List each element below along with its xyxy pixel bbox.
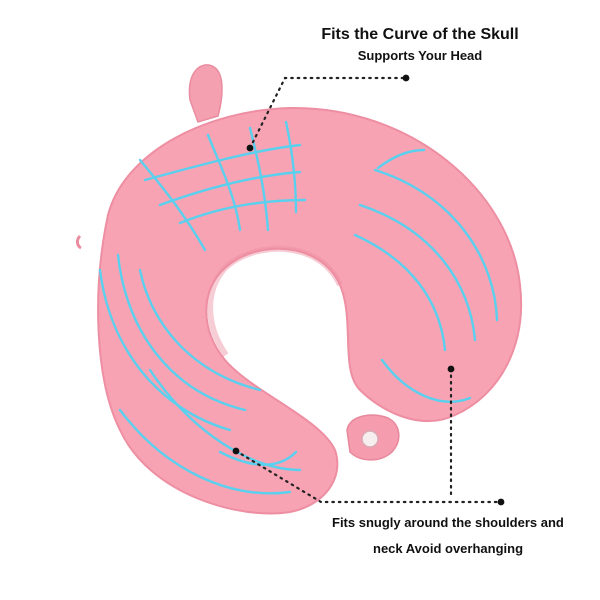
top-callout-title: Fits the Curve of the Skull xyxy=(321,26,519,43)
callout-lines xyxy=(234,76,503,504)
pillow-hole-shade xyxy=(207,245,343,357)
bottom-callout-line-2: neck Avoid overhanging xyxy=(373,541,524,556)
stitching-lines xyxy=(98,120,499,495)
snap-button xyxy=(361,430,379,448)
bottom-callout-line-1: Fits snugly around the shoulders and xyxy=(332,515,564,530)
top-callout-subtitle: Supports Your Head xyxy=(357,48,483,63)
callout-dots xyxy=(232,74,505,506)
pillow-body xyxy=(97,106,523,515)
pillow-loop xyxy=(188,64,223,123)
pillow-zipper-bump xyxy=(76,234,82,250)
